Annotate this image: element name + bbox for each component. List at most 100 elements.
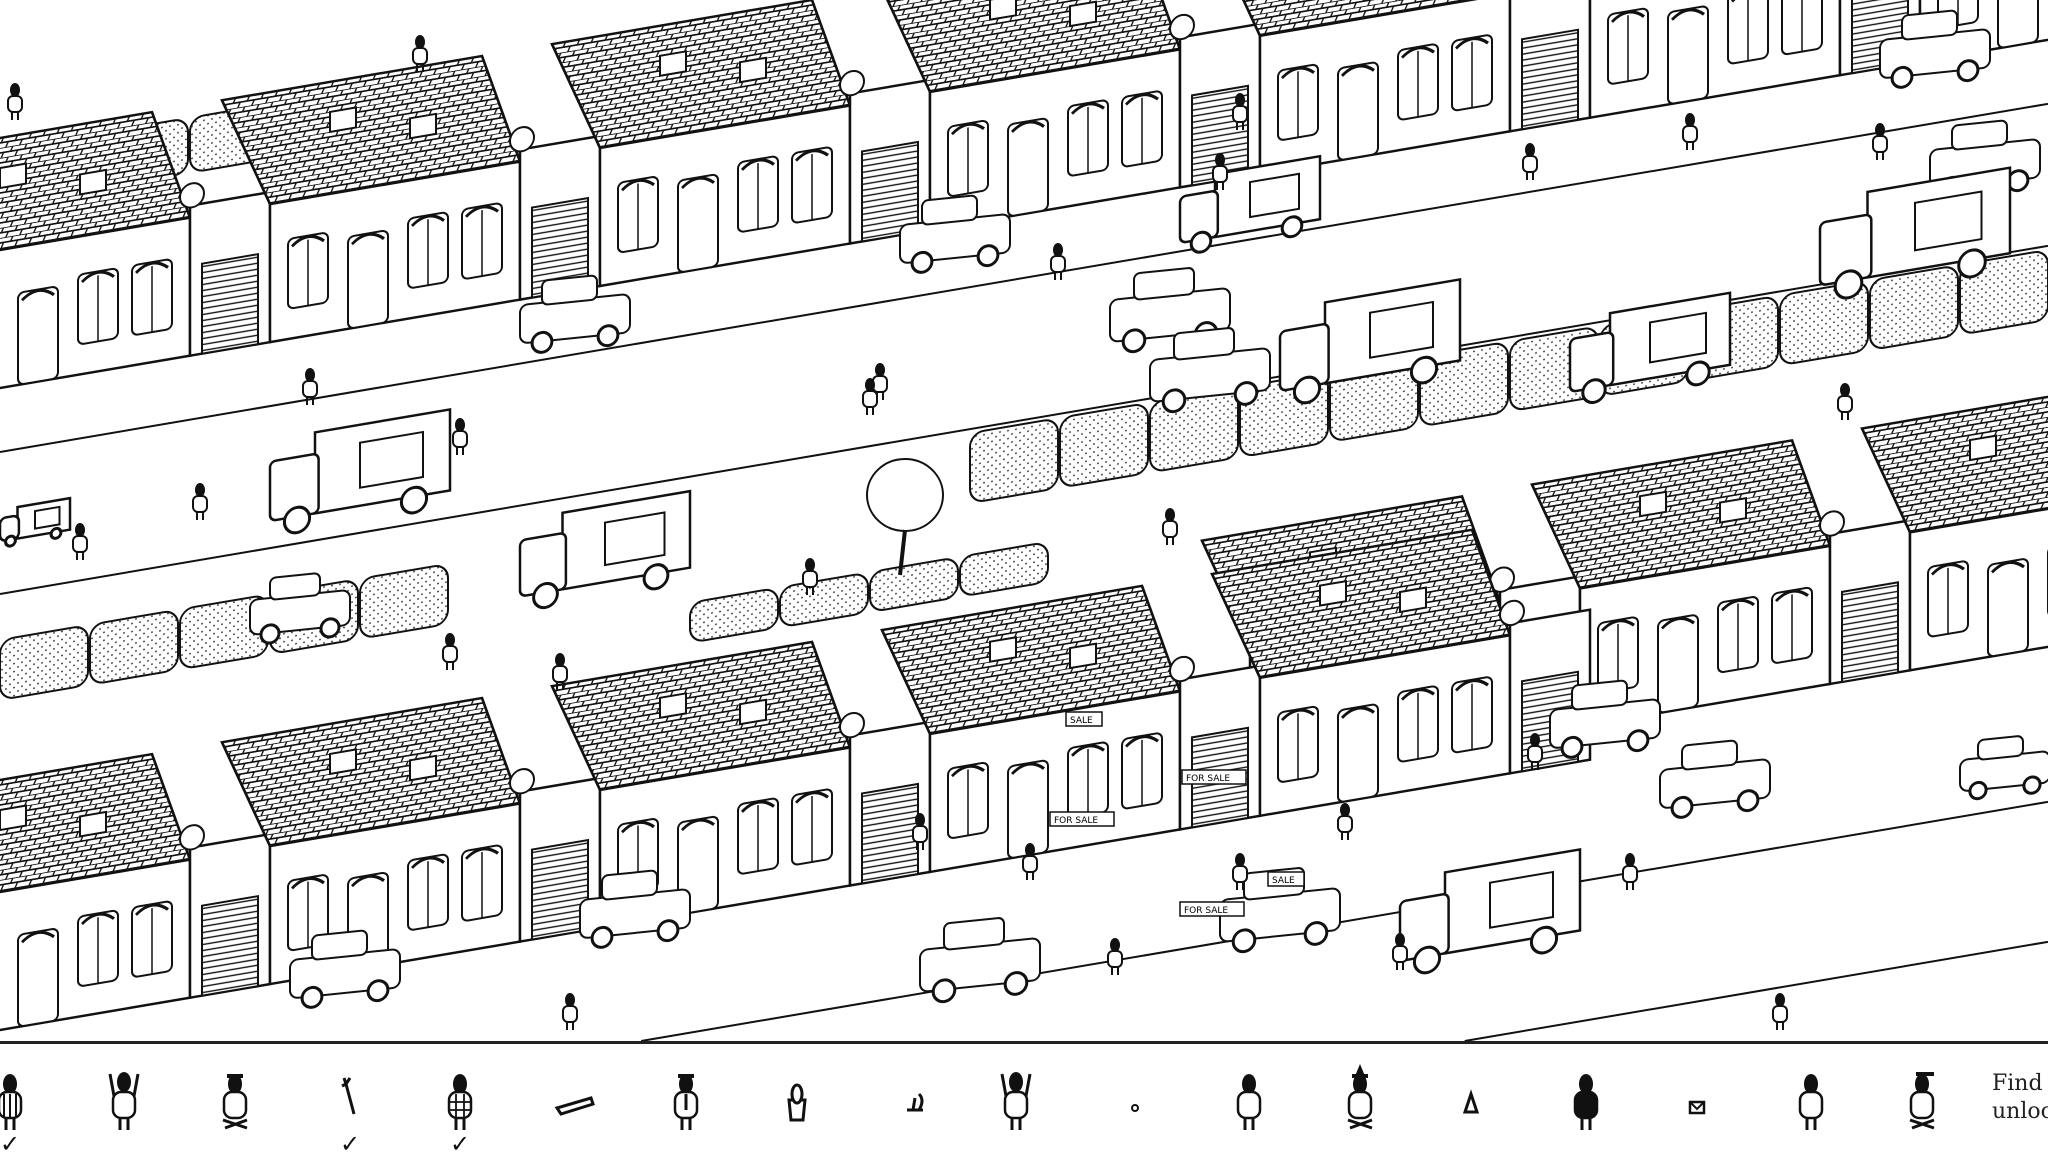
person[interactable] — [7, 83, 23, 120]
car[interactable] — [1659, 737, 1771, 820]
target-item[interactable] — [1556, 1064, 1616, 1152]
truck[interactable] — [518, 489, 692, 612]
house[interactable] — [220, 36, 602, 350]
house[interactable] — [550, 0, 932, 294]
target-item[interactable] — [885, 1064, 945, 1152]
garage-door[interactable] — [861, 140, 919, 243]
door[interactable] — [1667, 5, 1709, 105]
car[interactable] — [919, 914, 1041, 1004]
person[interactable] — [1872, 123, 1888, 160]
door[interactable] — [1987, 558, 2029, 658]
house[interactable] — [880, 0, 1262, 238]
person[interactable] — [302, 368, 318, 405]
person[interactable] — [912, 813, 928, 850]
house[interactable] — [0, 734, 272, 1041]
truck[interactable] — [1278, 277, 1462, 407]
car[interactable] — [1959, 733, 2048, 801]
person[interactable] — [72, 523, 88, 560]
garage-door[interactable] — [861, 782, 919, 885]
person[interactable] — [802, 558, 818, 595]
person[interactable] — [562, 993, 578, 1030]
car[interactable] — [519, 272, 631, 355]
truck[interactable] — [268, 407, 452, 537]
person[interactable] — [1232, 93, 1248, 130]
target-item[interactable] — [986, 1064, 1046, 1152]
garage-door[interactable] — [201, 252, 259, 355]
person[interactable] — [1622, 853, 1638, 890]
person[interactable] — [192, 483, 208, 520]
target-item[interactable] — [545, 1064, 605, 1152]
truck[interactable] — [1178, 154, 1322, 255]
target-item[interactable] — [1667, 1064, 1727, 1152]
house[interactable] — [0, 92, 272, 406]
target-item[interactable] — [1441, 1064, 1501, 1152]
door[interactable] — [1337, 61, 1379, 161]
target-item[interactable] — [94, 1064, 154, 1152]
car[interactable] — [579, 867, 691, 950]
truck[interactable] — [1568, 291, 1732, 407]
target-item[interactable] — [1105, 1064, 1165, 1152]
person[interactable] — [1162, 508, 1178, 545]
objects-layer[interactable] — [0, 7, 2048, 1030]
houses-layer[interactable] — [0, 0, 2048, 1041]
target-item[interactable] — [1892, 1064, 1952, 1152]
door[interactable] — [347, 229, 389, 329]
person[interactable] — [1050, 243, 1066, 280]
person[interactable] — [1682, 113, 1698, 150]
house[interactable] — [1860, 364, 2048, 678]
car[interactable] — [1549, 677, 1661, 760]
car[interactable] — [1219, 864, 1341, 954]
door[interactable] — [17, 286, 59, 386]
house[interactable] — [550, 622, 932, 936]
person[interactable] — [1107, 938, 1123, 975]
person[interactable] — [1337, 803, 1353, 840]
target-item[interactable] — [656, 1064, 716, 1152]
person[interactable] — [552, 653, 568, 690]
person[interactable] — [1522, 143, 1538, 180]
garage-door[interactable] — [201, 894, 259, 997]
door[interactable] — [677, 173, 719, 273]
car[interactable] — [1149, 324, 1271, 414]
person[interactable] — [1022, 843, 1038, 880]
target-item[interactable] — [767, 1064, 827, 1152]
person[interactable] — [862, 378, 878, 415]
person[interactable] — [1527, 733, 1543, 770]
target-item[interactable]: ✓ — [320, 1064, 380, 1152]
target-item[interactable] — [1219, 1064, 1279, 1152]
person[interactable] — [1837, 383, 1853, 420]
truck[interactable] — [1398, 847, 1582, 977]
car[interactable] — [249, 570, 351, 645]
door[interactable] — [17, 928, 59, 1028]
house[interactable] — [1210, 0, 1592, 182]
house[interactable] — [1542, 0, 1922, 126]
door[interactable] — [1997, 0, 2039, 49]
house[interactable] — [220, 678, 602, 992]
car[interactable] — [1879, 7, 1991, 90]
door[interactable] — [1007, 117, 1049, 217]
target-item[interactable] — [1330, 1064, 1390, 1152]
house[interactable] — [880, 566, 1262, 880]
car[interactable] — [899, 192, 1011, 275]
target-item[interactable]: ✓ — [0, 1064, 40, 1152]
person[interactable] — [1392, 933, 1408, 970]
door[interactable] — [1657, 614, 1699, 714]
garage-door[interactable] — [531, 838, 589, 941]
person[interactable] — [1772, 993, 1788, 1030]
truck[interactable] — [0, 496, 72, 548]
target-item[interactable] — [1781, 1064, 1841, 1152]
garage-door[interactable] — [1841, 581, 1899, 684]
person[interactable] — [1232, 853, 1248, 890]
person[interactable] — [452, 418, 468, 455]
person[interactable] — [412, 35, 428, 72]
target-item[interactable] — [205, 1064, 265, 1152]
truck[interactable] — [1818, 166, 2012, 303]
target-item[interactable]: ✓ — [430, 1064, 490, 1152]
house[interactable] — [1210, 510, 1592, 824]
person[interactable] — [442, 633, 458, 670]
door[interactable] — [1337, 703, 1379, 803]
car[interactable] — [289, 927, 401, 1010]
garage-door[interactable] — [1521, 28, 1579, 131]
person[interactable] — [1212, 153, 1228, 190]
